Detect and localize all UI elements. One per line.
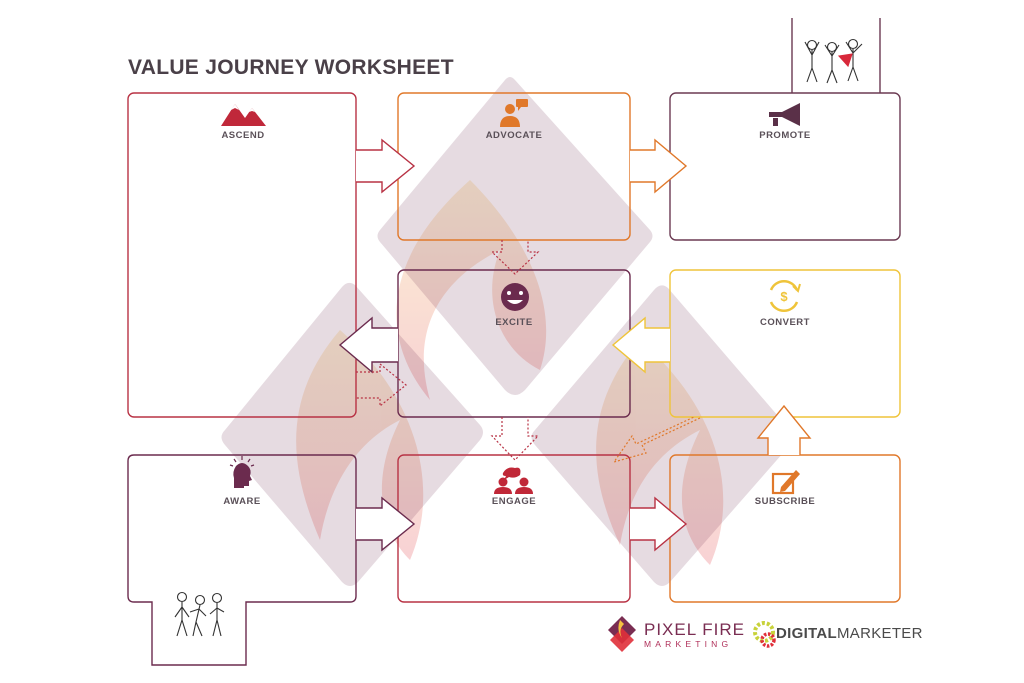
arrow-aware-to-engage [356,496,416,552]
digital-marketer-logo-digital: DIGITAL [776,625,837,642]
stage-label-convert: CONVERT [760,317,810,328]
arrow-engage-to-subscribe [630,496,688,552]
background-flame-logo [296,180,724,565]
stage-label-subscribe: SUBSCRIBE [754,496,816,507]
digital-marketer-logo-marketer: MARKETER [836,625,923,642]
stick-figures-celebrating [804,38,863,84]
stage-label-ascend: ASCEND [221,130,265,141]
people-chat-icon [494,467,533,494]
page-title: VALUE JOURNEY WORKSHEET [128,56,454,79]
arrow-subscribe-to-convert [756,404,812,455]
dotted-arrow-advocate-to-excite [490,240,540,275]
digital-marketer-gear-icon [753,621,776,648]
pixel-fire-logo-subtext: MARKETING [644,639,733,649]
dotted-arrows [356,240,701,464]
dollar-cycle-icon: $ [769,280,801,312]
box-ascend [127,92,357,418]
background-diamonds [221,77,794,586]
pixel-fire-marketing-logo: PIXEL FIRE MARKETING [644,621,745,650]
digital-marketer-logo: DIGITALMARKETER [776,625,923,642]
megaphone-icon [769,103,800,126]
dotted-arrow-ascend-to-excite [356,362,407,408]
svg-text:$: $ [780,289,788,304]
edit-pencil-icon [771,470,800,495]
stage-label-promote: PROMOTE [759,130,811,141]
stage-label-excite: EXCITE [495,317,533,328]
arrow-advocate-to-promote [630,138,688,194]
stage-label-aware: AWARE [223,496,261,507]
flame-shape-top [396,180,547,400]
pixel-fire-logo-mark [608,616,636,652]
flame-shape-left [296,330,424,560]
arrow-ascend-to-advocate [356,138,416,194]
stick-figures-curious [174,591,225,637]
head-idea-icon [229,456,255,488]
diamond-top [377,77,653,395]
smiley-icon [501,283,529,311]
stage-label-engage: ENGAGE [491,496,537,507]
stage-label-advocate: ADVOCATE [485,130,543,141]
dotted-arrow-excite-to-engage [490,417,540,461]
promote-top-tab [791,18,881,93]
speaker-person-icon [500,99,528,127]
box-aware [127,454,357,666]
pixel-fire-logo-text: PIXEL FIRE [644,620,746,639]
flame-shape-right [596,340,724,565]
diamond-left [221,282,483,586]
mountains-icon [221,104,266,126]
arrow-excite-to-ascend [338,316,398,374]
flow-arrows [338,138,812,552]
arrow-convert-to-excite [611,316,670,374]
